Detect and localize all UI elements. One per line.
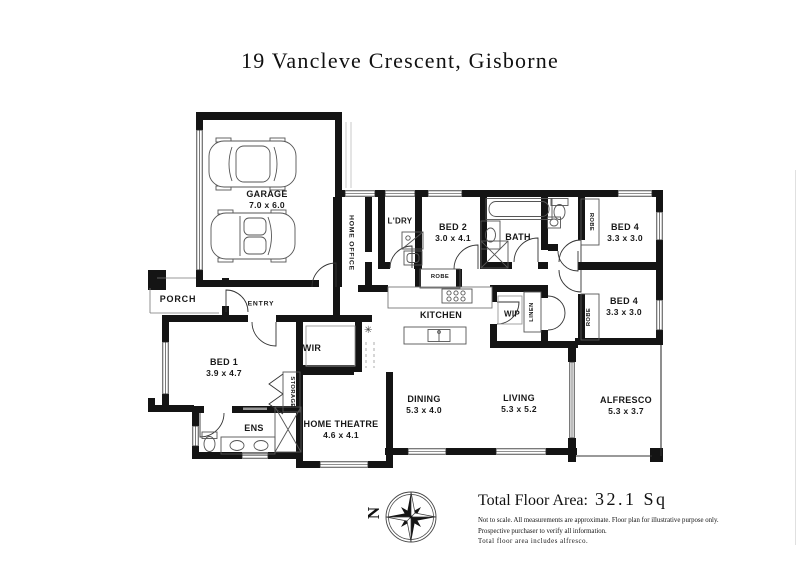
bed2-robe-box [419, 268, 461, 289]
room-label-wir: WIR [302, 342, 322, 353]
room-label-storage: STORAGE [288, 376, 295, 408]
room-label-kitchen: KITCHEN [419, 309, 463, 320]
bath-shower-icon [480, 240, 509, 269]
cooktop-icon [441, 288, 473, 304]
storage-bifold-door [268, 373, 284, 415]
ens-toilet-icon [201, 431, 218, 452]
room-label-ens: ENS [244, 422, 264, 433]
ens-rail [243, 407, 267, 410]
ens-shower-icon [274, 406, 302, 453]
wir-shelf [305, 325, 356, 367]
room-label-entry: ENTRY [247, 300, 275, 308]
ens-door [199, 412, 225, 438]
bed4-top-robe-box [580, 198, 600, 246]
linen-box [523, 291, 542, 333]
porch-outline [149, 277, 219, 314]
kitchen-island-icon [403, 326, 467, 345]
bed2-door [453, 244, 479, 270]
bathtub-icon [485, 198, 553, 220]
wip-shelf [497, 295, 523, 325]
room-label-laundry: L'DRY [387, 216, 413, 226]
compass-north-label: N [364, 506, 383, 520]
storage-box [282, 371, 301, 413]
bed4-bottom-robe-box [580, 293, 600, 341]
total-floor-area-label: Total Floor Area: [478, 492, 588, 509]
kitchen-bench-icon [387, 286, 493, 309]
front-door [225, 289, 249, 313]
alfresco-outline [576, 345, 662, 457]
room-label-robe-bed4-top: ROBE [587, 212, 594, 232]
room-label-robe-bed2: ROBE [430, 274, 450, 281]
overhead-dashes [365, 342, 375, 368]
car-convertible-icon [210, 209, 296, 263]
walls [148, 112, 663, 468]
page-title: 19 Vancleve Crescent, Gisborne [241, 48, 559, 73]
bath-door [513, 237, 539, 263]
ens-vanity-icon [220, 436, 276, 455]
cooling-unit-icon: ✳ [364, 325, 372, 336]
room-label-linen: LINEN [529, 302, 536, 322]
wc-door [557, 250, 579, 272]
bed1-door [251, 321, 277, 347]
windows [162, 129, 663, 468]
disclaimer-line-1: Not to scale. All measurements are appro… [478, 517, 719, 524]
room-label-robe-bed4-bottom: ROBE [586, 307, 593, 327]
bath-vanity-icon [480, 220, 501, 250]
disclaimer-line-3: Total floor area includes alfresco. [478, 538, 589, 546]
total-floor-area-value: 32.1 Sq [594, 489, 668, 509]
laundry-trough-icon [401, 231, 424, 266]
room-label-wip: WIP [503, 309, 521, 319]
disclaimer-text: Not to scale. All measurements are appro… [478, 516, 719, 548]
garage-internal-door [311, 262, 337, 288]
linen-doors [547, 295, 566, 331]
laundry-door [389, 245, 413, 269]
eave-line [345, 122, 352, 188]
room-label-porch: PORCH [159, 293, 197, 304]
bed4-bottom-door [558, 269, 582, 293]
compass-rose-icon [385, 491, 437, 543]
room-label-home-office: HOME OFFICE [347, 215, 355, 271]
room-label-bath: BATH [505, 231, 531, 242]
fixtures [201, 137, 600, 455]
total-floor-area: Total Floor Area: 32.1 Sq [478, 489, 667, 510]
car-sedan-icon [208, 137, 297, 191]
thin-lines [149, 122, 796, 545]
disclaimer-line-2: Prospective purchaser to verify all info… [478, 527, 607, 535]
wc-toilet-icon [547, 198, 569, 229]
